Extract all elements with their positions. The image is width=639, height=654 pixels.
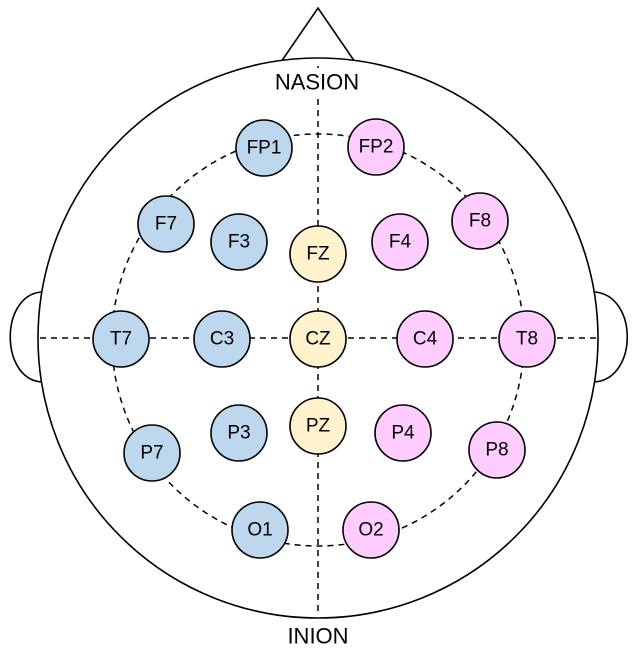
electrode-o1: O1 <box>231 501 289 559</box>
electrode-t7: T7 <box>92 310 150 368</box>
electrode-t7-marker <box>92 310 150 368</box>
electrode-c4: C4 <box>396 310 454 368</box>
electrode-f4-marker <box>371 213 429 271</box>
nose-shape <box>280 6 356 63</box>
electrode-c4-label: C4 <box>413 329 438 350</box>
electrodes: FP1 FP2 F7 F3 FZ F4 F8 T7 <box>92 118 556 559</box>
electrode-p4-label: P4 <box>391 423 415 444</box>
electrode-fp1-label: FP1 <box>247 138 282 159</box>
electrode-p8: P8 <box>468 421 526 479</box>
electrode-f4: F4 <box>371 213 429 271</box>
nasion-label: NASION <box>275 70 359 95</box>
nasion-label-backing <box>268 68 368 94</box>
electrode-fz-label: FZ <box>306 244 330 265</box>
electrode-c3-label: C3 <box>210 329 234 350</box>
electrode-fp1: FP1 <box>235 119 293 177</box>
electrode-cz: CZ <box>289 310 347 368</box>
electrode-o2: O2 <box>342 501 400 559</box>
electrode-fz: FZ <box>289 225 347 283</box>
electrode-p7-marker <box>123 424 181 482</box>
electrode-o1-marker <box>231 501 289 559</box>
electrode-p3: P3 <box>210 404 268 462</box>
electrode-t8-marker <box>498 310 556 368</box>
electrode-p4: P4 <box>374 404 432 462</box>
electrode-cz-label: CZ <box>305 329 331 350</box>
electrode-f8-label: F8 <box>469 211 491 232</box>
left-ear-shape <box>9 291 42 383</box>
electrode-f3: F3 <box>210 213 268 271</box>
electrode-fp1-marker <box>235 119 293 177</box>
electrode-f3-marker <box>210 213 268 271</box>
electrode-c3: C3 <box>193 310 251 368</box>
electrode-o1-label: O1 <box>247 520 272 541</box>
electrode-o2-label: O2 <box>358 520 383 541</box>
electrode-c3-marker <box>193 310 251 368</box>
electrode-fz-marker <box>289 225 347 283</box>
electrode-t7-label: T7 <box>110 329 132 350</box>
electrode-p8-marker <box>468 421 526 479</box>
electrode-f8: F8 <box>451 192 509 250</box>
right-ear-shape <box>594 291 628 383</box>
electrode-fp2: FP2 <box>347 118 405 176</box>
electrode-f4-label: F4 <box>389 232 412 253</box>
electrode-p3-label: P3 <box>227 423 250 444</box>
electrode-cz-marker <box>289 310 347 368</box>
electrode-fp2-label: FP2 <box>359 137 394 158</box>
electrode-t8: T8 <box>498 310 556 368</box>
electrode-t8-label: T8 <box>516 329 538 350</box>
electrode-f3-label: F3 <box>228 232 250 253</box>
electrode-p4-marker <box>374 404 432 462</box>
electrode-p7-label: P7 <box>140 443 163 464</box>
electrode-pz-label: PZ <box>306 416 331 437</box>
electrode-o2-marker <box>342 501 400 559</box>
electrode-fp2-marker <box>347 118 405 176</box>
electrode-pz-marker <box>289 397 347 455</box>
inion-label-backing <box>278 623 358 649</box>
electrode-pz: PZ <box>289 397 347 455</box>
electrode-f8-marker <box>451 192 509 250</box>
electrode-p7: P7 <box>123 424 181 482</box>
electrode-c4-marker <box>396 310 454 368</box>
electrode-f7-marker <box>137 195 195 253</box>
electrode-p3-marker <box>210 404 268 462</box>
electrode-f7-label: F7 <box>155 214 177 235</box>
electrode-f7: F7 <box>137 195 195 253</box>
inion-label: INION <box>287 624 348 649</box>
electrode-p8-label: P8 <box>485 440 508 461</box>
